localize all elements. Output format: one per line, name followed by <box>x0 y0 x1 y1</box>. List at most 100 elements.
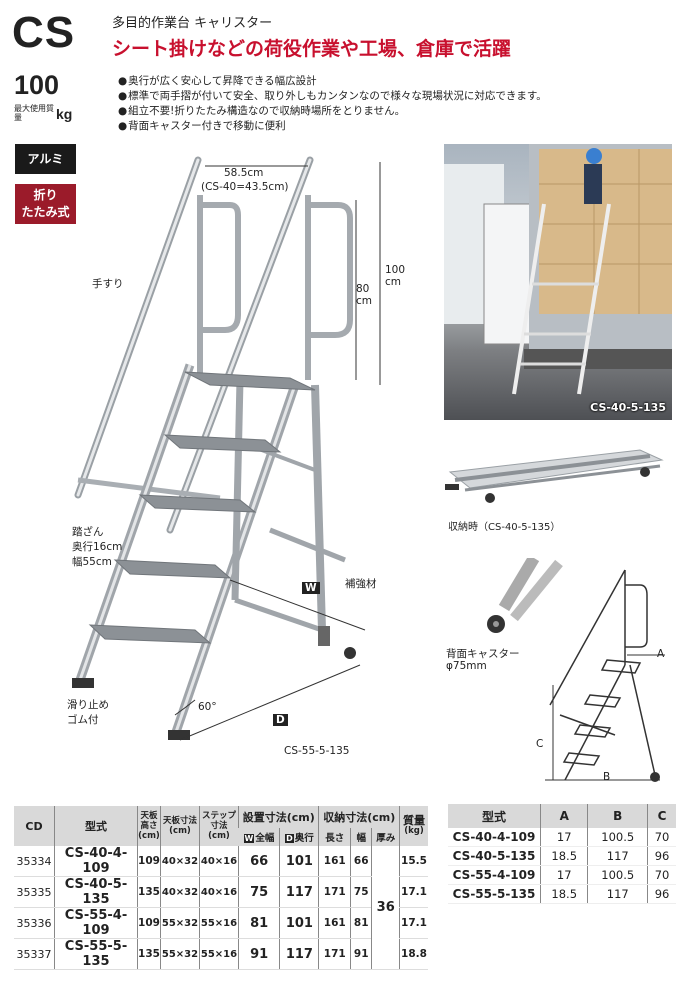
dim-cell-c: 96 <box>647 884 676 904</box>
brace-label: 補強材 <box>345 578 377 590</box>
cell-step: 40×16 <box>199 876 239 908</box>
cell-storage-w: 91 <box>349 938 372 970</box>
height-80-label: 80 <box>356 283 370 295</box>
table-row: 35334 CS-40-4-109 109 40×32 40×16 66 101… <box>14 846 428 970</box>
dim-a-label: A <box>657 648 665 660</box>
cell-top: 55×32 <box>160 907 200 939</box>
dim-cell-c: 70 <box>647 865 676 885</box>
folding-badge: 折り たたみ式 <box>15 184 76 224</box>
col-weight-unit: (kg) <box>404 826 424 836</box>
cell-step: 55×16 <box>199 938 239 970</box>
material-badge: アルミ <box>15 144 76 174</box>
col-storage-len: 長さ <box>318 828 351 846</box>
table-row: 35335 CS-40-5-135 135 40×32 40×16 75 117… <box>14 876 428 908</box>
cell-weight: 18.8 <box>399 938 428 970</box>
dim-cell-c: 70 <box>647 828 676 847</box>
storage-illustration <box>445 449 664 503</box>
cell-height: 109 <box>137 846 161 877</box>
caster-illustration <box>487 558 563 633</box>
ladder-illustration <box>72 156 381 741</box>
dim-cell-model: CS-55-4-109 <box>448 865 541 885</box>
cell-install-w: 66 <box>237 846 280 877</box>
dim-col-a: A <box>539 804 588 828</box>
step-width-label: 幅55cm <box>72 556 112 568</box>
col-step-unit: (cm) <box>208 831 230 841</box>
w-marker-small: W <box>243 834 255 843</box>
col-top-unit: (cm) <box>169 826 191 836</box>
top-width-alt-label: (CS-40=43.5cm) <box>201 181 289 193</box>
cell-cd: 35336 <box>14 907 55 939</box>
cell-step: 55×16 <box>199 907 239 939</box>
cell-model: CS-55-4-109 <box>54 907 138 939</box>
series-title: CS <box>12 8 76 57</box>
cell-model: CS-40-5-135 <box>54 876 138 908</box>
cell-install-w: 91 <box>237 938 280 970</box>
d-marker-small: D <box>285 834 294 843</box>
cell-storage-w: 75 <box>349 876 372 908</box>
dim-col-c: C <box>647 804 676 828</box>
height-100-unit: cm <box>385 276 402 288</box>
max-load-value: 100 <box>14 70 60 100</box>
height-100-label: 100 <box>385 264 406 276</box>
dim-cell-b: 117 <box>587 846 648 866</box>
feature-item: 組立不要!折りたたみ構造なので収納時場所をとりません。 <box>118 104 547 119</box>
max-load-caption: 最大使用質量 <box>14 104 54 122</box>
photo-caption: CS-40-5-135 <box>590 401 666 414</box>
dim-cell-a: 17 <box>539 865 588 885</box>
product-subtitle: 多目的作業台 キャリスター <box>112 16 273 31</box>
height-80-unit: cm <box>356 295 373 307</box>
cell-height: 135 <box>137 938 161 970</box>
cell-storage-len: 161 <box>318 907 351 939</box>
dim-cell-model: CS-55-5-135 <box>448 884 541 904</box>
col-height: 天板高さ (cm) <box>137 806 161 846</box>
folding-badge-line2: たたみ式 <box>21 205 70 219</box>
feature-item: 標準で両手摺が付いて安全、取り外しもカンタンなので様々な現場状況に対応できます。 <box>118 89 547 104</box>
col-model: 型式 <box>54 806 138 846</box>
cell-storage-len: 161 <box>318 846 351 877</box>
dim-b-label: B <box>603 771 611 783</box>
feature-list: 奥行が広く安心して昇降できる幅広設計 標準で両手摺が付いて安全、取り外しもカンタ… <box>118 74 547 134</box>
cell-cd: 35335 <box>14 876 55 908</box>
cell-weight: 17.1 <box>399 907 428 939</box>
dim-cell-model: CS-40-5-135 <box>448 846 541 866</box>
step-label: 踏ざん <box>72 526 104 538</box>
cell-height: 135 <box>137 876 161 908</box>
col-storage-w: 幅 <box>349 828 372 846</box>
col-height-label: 天板高さ <box>140 811 158 831</box>
cell-storage-len: 171 <box>318 938 351 970</box>
storage-caption: 収納時（CS-40-5-135） <box>448 522 561 533</box>
cell-storage-len: 171 <box>318 876 351 908</box>
angle-label: 60° <box>198 701 217 713</box>
top-width-label: 58.5cm <box>224 167 264 179</box>
dim-cell-a: 18.5 <box>539 884 588 904</box>
rubber-label: ゴム付 <box>67 714 99 726</box>
caster-size: φ75mm <box>446 660 487 672</box>
dim-col-model: 型式 <box>448 804 541 828</box>
feature-item: 背面キャスター付きで移動に便利 <box>118 119 547 134</box>
dim-col-b: B <box>587 804 648 828</box>
cell-weight: 15.5 <box>399 846 428 877</box>
usage-photo: CS-40-5-135 <box>444 144 672 420</box>
truck-ladder-photo <box>444 144 672 395</box>
caster-label: 背面キャスター <box>446 648 520 660</box>
cell-install-d: 117 <box>279 938 319 970</box>
model-label: CS-55-5-135 <box>284 745 350 757</box>
cell-weight: 17.1 <box>399 876 428 908</box>
col-weight: 質量 (kg) <box>399 806 428 846</box>
cell-storage-t: 36 <box>371 846 400 970</box>
spec-table: CD 型式 天板高さ (cm) 天板寸法 (cm) ステップ寸法 (cm) 設置… <box>14 806 428 970</box>
dim-c-label: C <box>536 738 544 750</box>
cell-install-d: 101 <box>279 846 319 877</box>
w-marker: W <box>302 582 320 594</box>
col-storage-t: 厚み <box>371 828 400 846</box>
col-weight-label: 質量 <box>403 814 425 827</box>
product-headline: シート掛けなどの荷役作業や工場、倉庫で活躍 <box>112 38 512 60</box>
cell-cd: 35334 <box>14 846 55 877</box>
step-depth-label: 奥行16cm <box>72 541 123 553</box>
